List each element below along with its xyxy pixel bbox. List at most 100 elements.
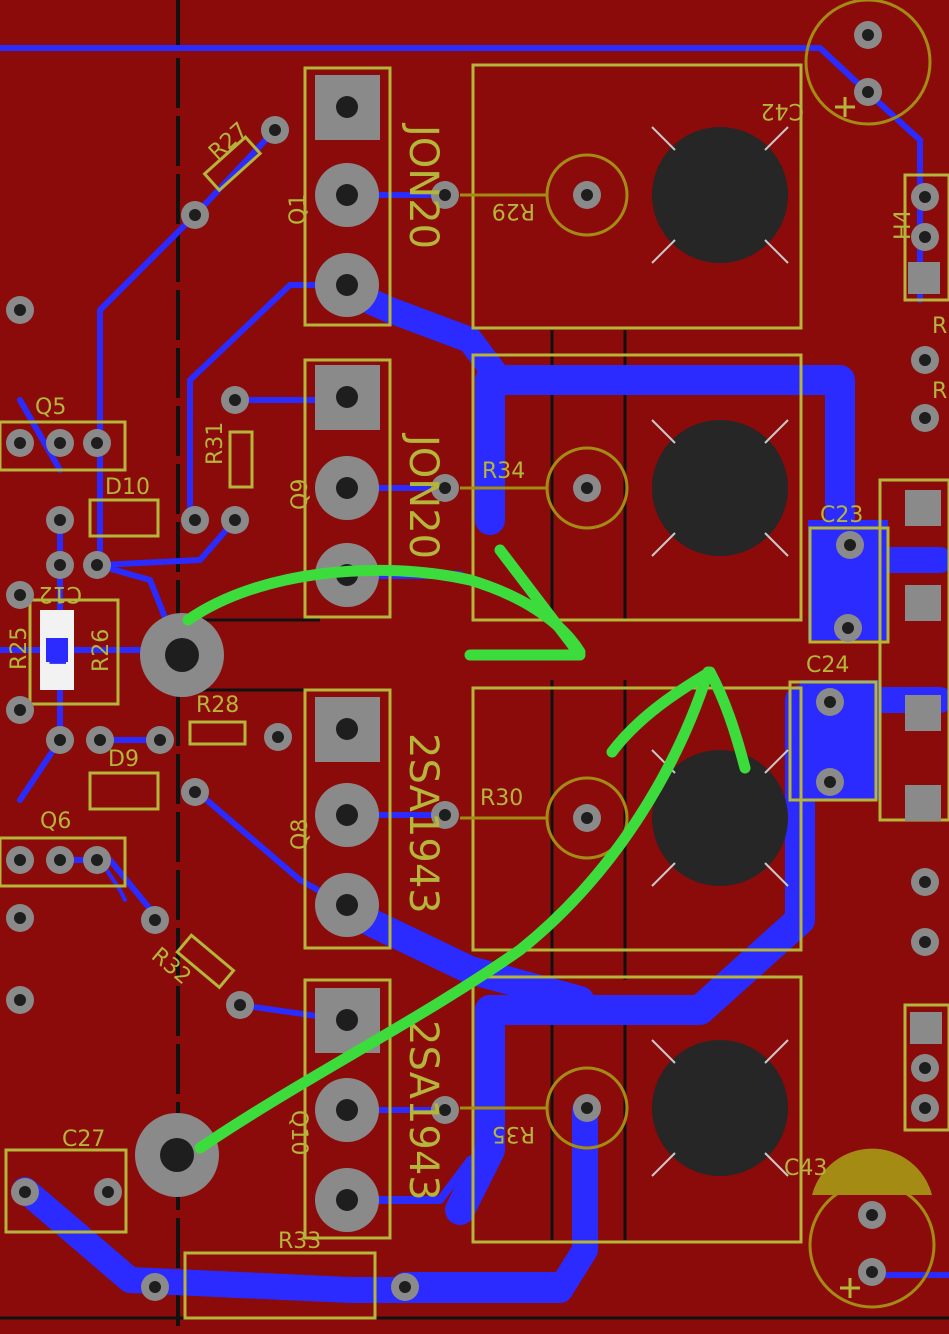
large-pad-crosses	[651, 126, 789, 1177]
label-h4: H4	[891, 209, 916, 240]
label-r25: R25	[7, 627, 32, 670]
pad-hole	[824, 776, 836, 788]
label-ion20-top: JON20	[400, 122, 446, 249]
pad-hole	[189, 514, 201, 526]
transistor-pad-hole	[336, 184, 358, 206]
label-edge-r-b: R	[932, 379, 947, 404]
pad-hole	[154, 734, 166, 746]
transistor-pad-hole	[336, 96, 358, 118]
pad-hole	[439, 1104, 451, 1116]
label-r2: R2	[47, 637, 72, 666]
pad-hole	[91, 437, 103, 449]
pad-hole	[14, 304, 26, 316]
pad-hole	[866, 1209, 878, 1221]
pad-hole	[919, 231, 931, 243]
label-c43: C43	[784, 1156, 827, 1181]
label-r30: R30	[480, 786, 523, 811]
label-c27: C27	[62, 1127, 105, 1152]
label-r33: R33	[278, 1229, 321, 1254]
label-r26: R26	[89, 629, 114, 672]
pad-hole	[14, 994, 26, 1006]
pad-hole	[269, 124, 281, 136]
annotation-arrowhead-lower	[606, 666, 751, 774]
pad-hole	[102, 1186, 114, 1198]
pad-hole	[919, 1062, 931, 1074]
pad-hole	[91, 854, 103, 866]
pad-hole	[14, 589, 26, 601]
silkscreen-labels: R27 Q1 JON20 R29 C42 H4 R R Q5 R31 Q9 JO…	[7, 98, 947, 1254]
pad-hole	[149, 914, 161, 926]
pad-hole	[581, 189, 593, 201]
pad-hole	[54, 514, 66, 526]
pad-hole	[919, 1102, 931, 1114]
large-capacitor-pads	[652, 127, 788, 1176]
annotation-arrow-lower	[194, 666, 714, 1154]
pad-hole	[866, 1266, 878, 1278]
pad-hole	[54, 734, 66, 746]
annotation-arrows	[182, 544, 751, 1154]
pad-hole	[919, 876, 931, 888]
pad-hole	[189, 209, 201, 221]
pad-hole	[919, 191, 931, 203]
label-q6: Q6	[40, 809, 71, 834]
label-ion20-mid: JON20	[400, 432, 446, 559]
pad-hole	[439, 809, 451, 821]
pad-hole	[14, 854, 26, 866]
label-zs-lower: 2SA1943	[400, 1020, 446, 1201]
transistor-pad-hole	[336, 1009, 358, 1031]
pad-hole	[842, 622, 854, 634]
pad-hole	[234, 999, 246, 1011]
edge-square-pads	[40, 262, 942, 1044]
copper-traces	[0, 45, 949, 1303]
small-pads	[6, 21, 939, 1301]
pad-hole	[14, 704, 26, 716]
transistor-pad-hole	[336, 386, 358, 408]
pad-hole	[581, 482, 593, 494]
pad-hole	[149, 1281, 161, 1293]
pad-hole	[14, 912, 26, 924]
cap-plus-marks	[835, 97, 860, 1298]
pad-hole	[581, 1102, 593, 1114]
pad-hole	[229, 514, 241, 526]
pad-hole	[439, 189, 451, 201]
label-d10: D10	[105, 475, 150, 500]
pad-hole	[824, 696, 836, 708]
pad-hole	[14, 437, 26, 449]
pad-hole	[229, 394, 241, 406]
label-d9: D9	[108, 747, 139, 772]
pad-hole	[399, 1281, 411, 1293]
pad-hole	[919, 412, 931, 424]
cap-c43-band	[812, 1148, 932, 1195]
transistor-pad-hole	[336, 894, 358, 916]
transistor-pad-hole	[336, 1189, 358, 1211]
pad-hole	[54, 854, 66, 866]
smd-resistor-center	[46, 638, 68, 662]
label-q8: Q8	[288, 819, 313, 850]
label-zs-upper: 2SA1943	[400, 733, 446, 914]
pad-hole	[862, 29, 874, 41]
label-q10: Q10	[286, 1110, 311, 1155]
pad-hole	[91, 559, 103, 571]
pad-hole	[862, 86, 874, 98]
label-edge-r-a: R	[932, 314, 947, 339]
label-q9: Q9	[288, 479, 313, 510]
label-c24: C24	[806, 653, 849, 678]
pad-hole	[54, 559, 66, 571]
pad-hole	[439, 482, 451, 494]
transistor-pad-hole	[336, 718, 358, 740]
transistor-pad-hole	[336, 274, 358, 296]
annotation-arrowhead-upper	[464, 544, 586, 661]
pad-hole	[54, 437, 66, 449]
pad-hole	[94, 734, 106, 746]
mounting-pads	[135, 613, 224, 1197]
pad-hole	[19, 1186, 31, 1198]
pad-hole	[844, 539, 856, 551]
ring-pads	[460, 153, 629, 1150]
label-r29: R29	[492, 198, 535, 223]
label-q1: Q1	[286, 194, 311, 225]
label-r35: R35	[492, 1121, 535, 1146]
pad-hole	[189, 786, 201, 798]
transistor-pad-hole	[336, 804, 358, 826]
transistor-pad-hole	[336, 1099, 358, 1121]
